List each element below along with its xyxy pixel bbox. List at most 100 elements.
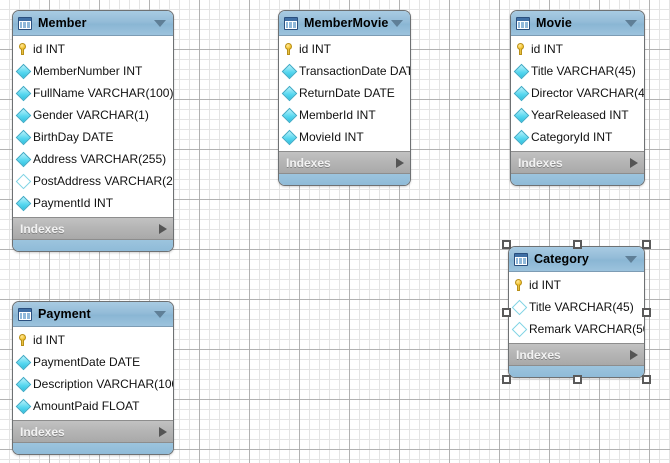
table-row[interactable]: BirthDay DATE [13,126,173,148]
table-row[interactable]: MemberId INT [279,104,410,126]
table-row[interactable]: Remark VARCHAR(500) [509,318,644,340]
table-row[interactable]: id INT [511,38,644,60]
diamond-filled-icon [281,85,298,101]
selection-handle-nw[interactable] [502,240,511,249]
table-row[interactable]: id INT [13,329,173,351]
table-row[interactable]: ReturnDate DATE [279,82,410,104]
selection-handle-ne[interactable] [642,240,651,249]
table-icon [514,252,528,266]
table-row[interactable]: AmountPaid FLOAT [13,395,173,417]
table-title: Movie [536,16,572,30]
table-header-payment[interactable]: Payment [13,302,173,327]
diamond-filled-icon [281,129,298,145]
selection-handle-n[interactable] [572,240,582,249]
column-label: Director VARCHAR(45) [531,86,645,100]
table-row[interactable]: PaymentId INT [13,192,173,214]
diamond-hollow-icon [15,173,32,189]
diamond-filled-icon [15,85,32,101]
column-label: Remark VARCHAR(500) [529,322,644,336]
chevron-down-icon[interactable] [625,19,637,27]
chevron-down-icon[interactable] [625,255,637,263]
diamond-filled-icon [15,195,32,211]
table-row[interactable]: Director VARCHAR(45) [511,82,644,104]
selection-handle-w[interactable] [502,308,511,317]
table-title: Category [534,252,589,266]
diamond-filled-icon [513,63,530,79]
column-label: PaymentId INT [33,196,114,210]
table-header-movie[interactable]: Movie [511,11,644,36]
column-label: YearReleased INT [531,108,629,122]
table-title: Member [38,16,87,30]
chevron-right-icon[interactable] [396,157,404,168]
chevron-right-icon[interactable] [630,349,638,360]
diamond-hollow-icon [511,321,528,337]
diamond-filled-icon [15,376,32,392]
table-footer-strip [511,174,644,185]
diamond-filled-icon [281,63,298,79]
table-row[interactable]: id INT [509,274,644,296]
indexes-section-header[interactable]: Indexes [279,151,410,174]
table-header-category[interactable]: Category [509,247,644,272]
chevron-down-icon[interactable] [154,310,166,318]
indexes-label: Indexes [20,221,65,236]
chevron-right-icon[interactable] [630,157,638,168]
table-box-category[interactable]: Category id INT Title VARCHAR(45) Remark VA… [508,246,645,378]
table-header-member[interactable]: Member [13,11,173,36]
table-footer-strip [279,174,410,185]
table-row[interactable]: FullName VARCHAR(100) [13,82,173,104]
indexes-label: Indexes [518,155,563,170]
column-label: PostAddress VARCHAR(255) [33,174,173,188]
table-row[interactable]: TransactionDate DATE [279,60,410,82]
table-row[interactable]: PaymentDate DATE [13,351,173,373]
table-row[interactable]: Title VARCHAR(45) [509,296,644,318]
diamond-filled-icon [513,107,530,123]
column-label: MovieId INT [299,130,364,144]
table-row[interactable]: MovieId INT [279,126,410,148]
column-label: CategoryId INT [531,130,613,144]
table-row[interactable]: MemberNumber INT [13,60,173,82]
diamond-filled-icon [15,63,32,79]
table-header-membermovie[interactable]: MemberMovie [279,11,410,36]
selection-handle-sw[interactable] [502,375,511,384]
table-row[interactable]: Title VARCHAR(45) [511,60,644,82]
column-label: id INT [33,333,66,347]
column-label: Address VARCHAR(255) [33,152,167,166]
chevron-right-icon[interactable] [159,223,167,234]
selection-handle-s[interactable] [572,375,582,384]
selection-handle-e[interactable] [642,308,651,317]
table-row[interactable]: CategoryId INT [511,126,644,148]
diamond-filled-icon [15,129,32,145]
selection-handle-se[interactable] [642,375,651,384]
column-label: BirthDay DATE [33,130,114,144]
column-label: Title VARCHAR(45) [529,300,634,314]
table-row[interactable]: Description VARCHAR(100) [13,373,173,395]
column-label: ReturnDate DATE [299,86,395,100]
table-row[interactable]: YearReleased INT [511,104,644,126]
chevron-down-icon[interactable] [391,19,403,27]
table-row[interactable]: id INT [279,38,410,60]
column-label: FullName VARCHAR(100) [33,86,174,100]
indexes-section-header[interactable]: Indexes [13,217,173,240]
table-row[interactable]: PostAddress VARCHAR(255) [13,170,173,192]
table-column-list: id INT Title VARCHAR(45) Remark VARCHAR(50… [509,272,644,343]
table-row[interactable]: Address VARCHAR(255) [13,148,173,170]
key-icon [516,43,527,55]
column-label: MemberId INT [299,108,376,122]
indexes-section-header[interactable]: Indexes [509,343,644,366]
indexes-section-header[interactable]: Indexes [511,151,644,174]
chevron-down-icon[interactable] [154,19,166,27]
table-row[interactable]: id INT [13,38,173,60]
table-row[interactable]: Gender VARCHAR(1) [13,104,173,126]
chevron-right-icon[interactable] [159,426,167,437]
diamond-hollow-icon [511,299,528,315]
indexes-section-header[interactable]: Indexes [13,420,173,443]
column-label: TransactionDate DATE [299,64,411,78]
diamond-filled-icon [281,107,298,123]
